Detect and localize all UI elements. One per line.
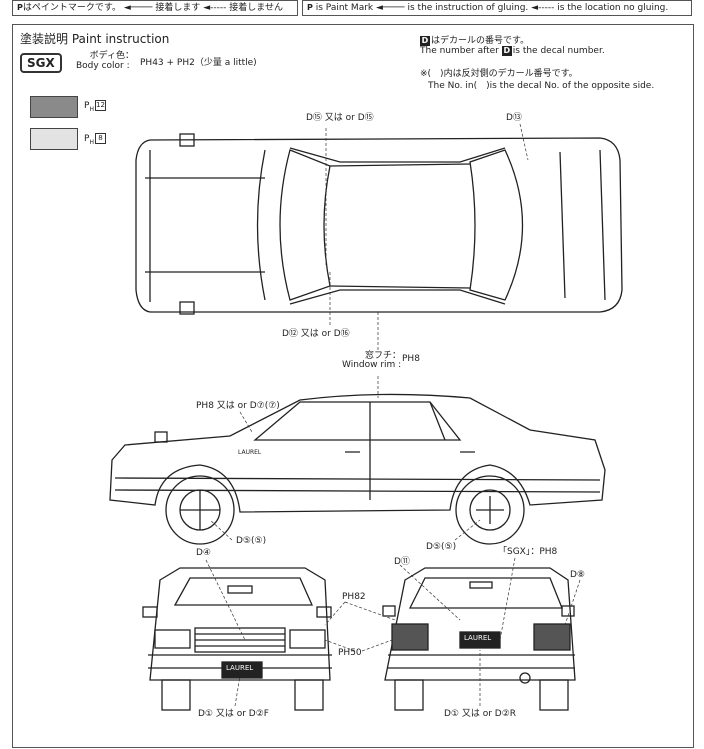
legend-en: P is Paint Mark ◄──── is the instruction… (302, 0, 692, 16)
legend-jp-glue: 接着します (155, 3, 201, 13)
callout-rear-bottom: D① 又は or D②R (444, 709, 517, 719)
callout-side-ph: PH8 又は or D⑦(⑦) (196, 401, 280, 411)
callout-ph-b: PH50 (338, 648, 362, 658)
legend-en-noglue: is the location no gluing. (557, 3, 669, 13)
noglue-arrow-icon: ◄----- (203, 3, 227, 13)
swatch-8-code: PH8 (84, 133, 107, 146)
leader-lines (205, 123, 581, 707)
swatch-8 (30, 128, 78, 150)
decal-note-en-text: The number after (420, 46, 499, 56)
swatch-12-code: PH12 (84, 100, 106, 113)
callout-top-decal-right: D⑬ (506, 113, 522, 123)
decal-note-en-text2: is the decal number. (512, 46, 605, 56)
side-view-car (109, 393, 606, 545)
opposite-note-jp: ※( )内は反対側のデカール番号です。 (420, 69, 578, 79)
swatch-12 (30, 96, 78, 118)
sgx-badge: SGX (20, 53, 62, 73)
legend-jp-text: はペイントマークです。 (22, 3, 121, 13)
legend-jp: Pはペイントマークです。 ◄──── 接着します ◄----- 接着しません (12, 0, 298, 16)
glue-arrow-icon: ◄──── (376, 3, 405, 13)
body-color-mix: PH43 + PH2（少量 a little) (140, 58, 257, 68)
legend-jp-noglue: 接着しません (229, 3, 284, 13)
callout-wheel-right: D⑤(⑤) (426, 542, 457, 552)
swatch-12-num: 12 (94, 100, 106, 111)
rear-plate-text: LAUREL (464, 634, 492, 642)
callout-rear-right: D⑧ (570, 570, 585, 580)
legend-en-text: is Paint Mark (315, 3, 374, 13)
callout-rear-d: D⑪ (394, 557, 410, 567)
swatch-8-num: 8 (94, 133, 106, 144)
decal-note-jp-text: はデカールの番号です。 (431, 36, 530, 46)
instruction-frame (12, 24, 694, 748)
window-rim-en: Window rim : (342, 360, 402, 370)
callout-bottom-decal: D⑫ 又は or D⑯ (282, 329, 350, 339)
top-view-car (135, 133, 623, 315)
window-rim-jp: 窓フチ： (365, 351, 402, 361)
front-plate-text: LAUREL (226, 664, 254, 672)
noglue-arrow-icon: ◄----- (531, 3, 555, 13)
glue-arrow-icon: ◄──── (123, 3, 153, 13)
callout-sgx: 「SGX」：PH8 (498, 547, 558, 557)
paint-mark-icon: P (307, 3, 313, 12)
side-badge-text: LAUREL (238, 449, 262, 456)
opposite-note-en: The No. in( )is the decal No. of the opp… (428, 81, 655, 91)
front-view-car (142, 567, 332, 711)
callout-wheel-left: D⑤(⑤) (236, 536, 267, 546)
body-color-jp: ボディ色： (89, 51, 134, 61)
page-title: 塗装説明 Paint instruction (20, 32, 170, 46)
callout-front-bottom: D① 又は or D②F (198, 709, 269, 719)
body-color-en: Body color : (76, 61, 130, 71)
window-rim-code: PH8 (402, 354, 420, 364)
callout-top-decal: D⑮ 又は or D⑮ (306, 113, 374, 123)
callout-ph-a: PH82 (342, 592, 366, 602)
paint-mark-icon: P (17, 3, 23, 12)
callout-front-d: D④ (196, 548, 211, 558)
legend-en-glue: is the instruction of gluing. (407, 3, 529, 13)
